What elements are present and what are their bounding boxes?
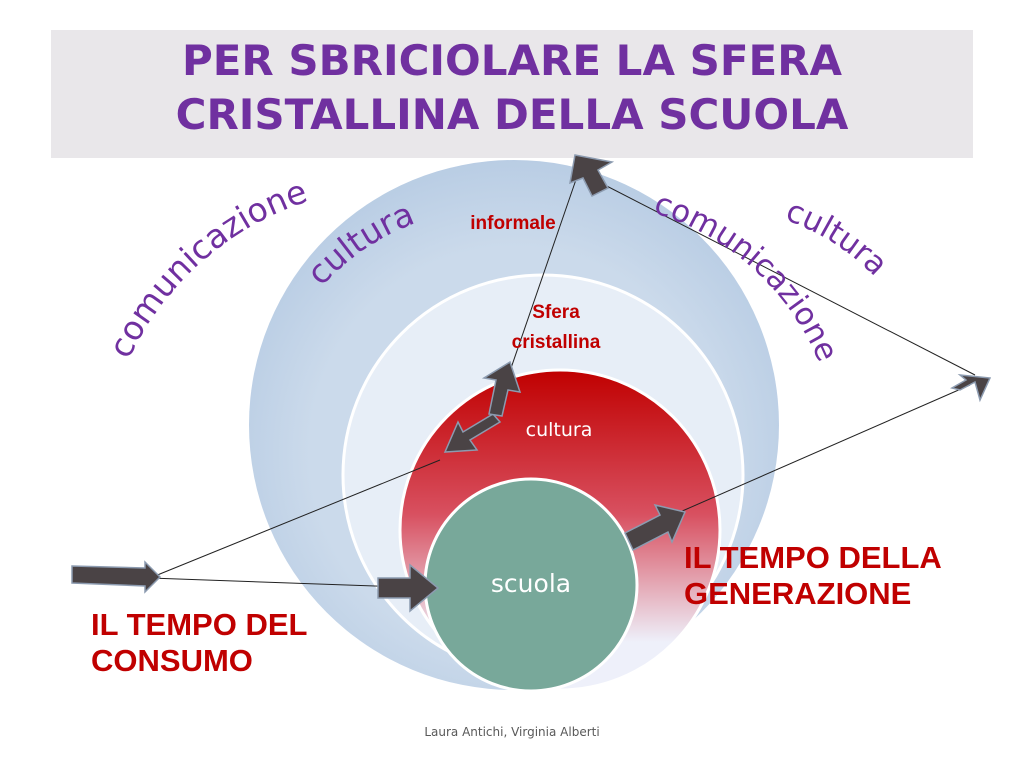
ring-label-cultura: cultura: [526, 419, 593, 441]
core-label-scuola: scuola: [491, 569, 571, 598]
ring-label-informale: informale: [470, 213, 556, 234]
arrow-consumo-left: [71, 560, 162, 594]
ring-label-cristallina: cristallina: [512, 332, 601, 353]
arrow-to-generazione: [624, 503, 687, 552]
arrow-inner-left: [443, 413, 502, 453]
arrow-inner-up: [481, 360, 522, 417]
footer-authors: Laura Antichi, Virginia Alberti: [424, 725, 600, 739]
ring-label-sfera: Sfera: [532, 302, 580, 323]
title-line-2: CRISTALLINA DELLA SCUOLA: [175, 90, 849, 139]
label-tempo-del-consumo: IL TEMPO DEL CONSUMO: [91, 607, 308, 678]
page-title: PER SBRICIOLARE LA SFERA CRISTALLINA DEL…: [51, 34, 973, 142]
label-tempo-della-generazione: IL TEMPO DELLA GENERAZIONE: [684, 540, 942, 611]
arrow-right-tip: [950, 374, 992, 403]
arc-label-right-outer: cultura: [781, 193, 894, 283]
arrow-into-core: [377, 563, 440, 613]
block-arrows: [71, 154, 992, 613]
arrow-upper-tip: [569, 154, 615, 198]
title-background: [51, 30, 973, 158]
title-line-1: PER SBRICIOLARE LA SFERA: [181, 36, 843, 85]
